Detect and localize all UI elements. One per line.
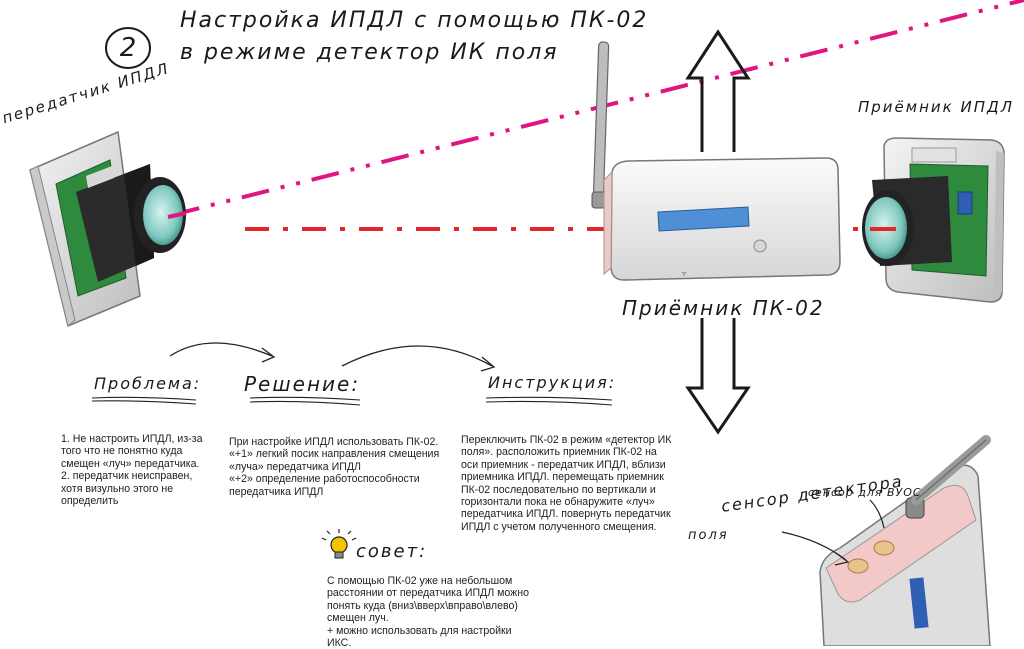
problem-text: 1. Не настроить ИПДЛ, из-за того что не … (61, 433, 203, 508)
step-circle (105, 27, 151, 69)
label-sensor-field: поля (688, 528, 729, 543)
receiver-device (862, 137, 1005, 303)
transmitter-device (29, 130, 187, 328)
label-pk02: Приёмник ПК-02 (622, 296, 825, 320)
instruction-text: Переключить ПК-02 в режим «детектор ИК п… (461, 434, 672, 533)
pk02-device: ▿ (603, 157, 841, 281)
step-number: 2 (119, 33, 137, 63)
flow-arrow-1 (169, 342, 276, 363)
sensor-closeup-device (819, 435, 991, 646)
heading-underlines (91, 396, 613, 406)
sensor-pointer (781, 499, 885, 566)
lightbulb-icon (321, 529, 357, 559)
svg-text:▿: ▿ (682, 269, 686, 278)
heading-problem: Проблема: (94, 374, 202, 393)
label-receiver: Приёмник ИПДЛ (858, 98, 1014, 116)
tip-text: С помощью ПК-02 уже на небольшом расстоя… (327, 575, 530, 649)
heading-tip: совет: (356, 541, 428, 562)
heading-instruction: Инструкция: (488, 373, 617, 392)
title-line1: Настройка ИПДЛ с помощью ПК-02 (180, 8, 649, 33)
flow-arrow-2 (341, 345, 496, 372)
title-line2: в режиме детектор ИК поля (180, 40, 559, 65)
arrow-up-icon (685, 29, 751, 152)
label-vuos-sensor: сенсор для ВУОС (808, 486, 922, 499)
solution-text: При настройке ИПДЛ использовать ПК-02. «… (229, 436, 440, 498)
heading-solution: Решение: (244, 372, 361, 396)
arrow-down-icon (685, 318, 751, 435)
